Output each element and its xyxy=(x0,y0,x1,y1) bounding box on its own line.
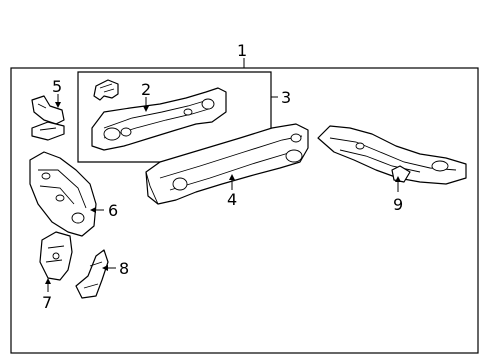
callout-6: 6 xyxy=(108,201,118,220)
subassembly-box xyxy=(77,71,272,163)
callout-8-arrow xyxy=(102,265,108,271)
callout-2-arrow xyxy=(143,106,149,112)
callout-5-arrow xyxy=(55,102,61,108)
part-6-hinge-pillar xyxy=(29,151,97,237)
part-7-reinforcement xyxy=(39,231,73,281)
part-8-lower-bracket xyxy=(75,249,109,299)
part-4-frame-rail xyxy=(145,123,309,205)
callout-1: 1 xyxy=(237,41,247,60)
part-5-bracket xyxy=(31,95,65,141)
part-9-rail-extension xyxy=(317,125,467,185)
callout-8: 8 xyxy=(119,259,129,278)
callout-4: 4 xyxy=(227,190,237,209)
callout-5: 5 xyxy=(52,77,62,96)
part-2-clip xyxy=(93,79,119,101)
callout-7-arrow xyxy=(45,278,51,284)
callout-9-arrow xyxy=(395,176,401,182)
callout-6-arrow xyxy=(90,207,96,213)
callout-4-arrow xyxy=(229,174,235,180)
callout-3: 3 xyxy=(281,88,291,107)
callout-2: 2 xyxy=(141,80,151,99)
callout-7: 7 xyxy=(42,293,52,312)
part-2-rail-reinforcement xyxy=(91,87,227,151)
callout-9: 9 xyxy=(393,195,403,214)
